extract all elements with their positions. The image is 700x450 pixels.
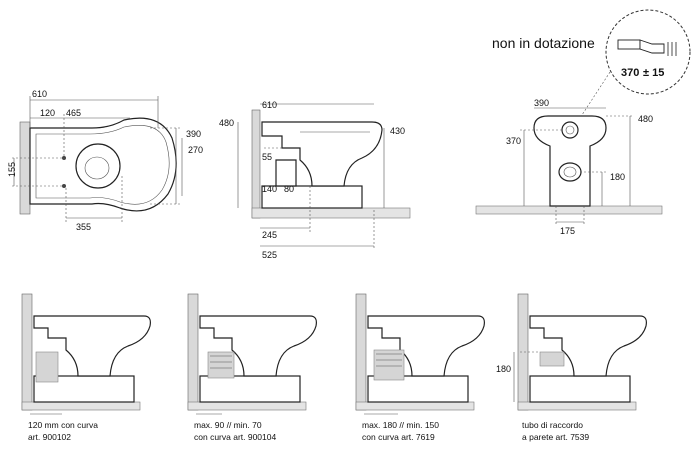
top-465: 465 — [66, 108, 81, 118]
front-175: 175 — [560, 226, 575, 236]
installation-variant-4: 180 tubo di raccordo a parete art. 7539 — [496, 293, 647, 442]
installation-variant-1: 120 mm con curva art. 900102 — [21, 293, 151, 442]
top-view-wall — [19, 121, 31, 215]
pipe-length: 370 — [621, 67, 639, 79]
side-140: 140 — [262, 184, 277, 194]
front-180: 180 — [610, 172, 625, 182]
variant-3-line1: max. 180 // min. 150 — [362, 420, 439, 430]
variant-2-line1: max. 90 // min. 70 — [194, 420, 262, 430]
side-610: 610 — [262, 100, 277, 110]
not-supplied-callout: non in dotazione 370 ± 15 — [492, 9, 691, 119]
callout-leader — [579, 71, 611, 119]
side-430: 430 — [390, 126, 405, 136]
side-view-wall — [251, 109, 261, 219]
connector-pipe-icon — [617, 39, 677, 56]
variant-2-line2: con curva art. 900104 — [194, 432, 276, 442]
pipe-tolerance: ± 15 — [643, 67, 664, 79]
front-390: 390 — [534, 98, 549, 108]
front-view-floor — [475, 205, 663, 215]
side-view: 610 480 430 55 140 80 245 525 — [219, 100, 411, 260]
top-610: 610 — [32, 89, 47, 99]
variant-3-line2: con curva art. 7619 — [362, 432, 435, 442]
installation-variant-3: max. 180 // min. 150 con curva art. 7619 — [355, 293, 485, 442]
variant-4-dim: 180 — [496, 364, 511, 374]
variant-4-line2: a parete art. 7539 — [522, 432, 589, 442]
not-supplied-label: non in dotazione — [492, 35, 595, 51]
top-view: 610 120 465 390 270 155 355 — [7, 89, 203, 232]
variant-1-line1: 120 mm con curva — [28, 420, 98, 430]
top-155: 155 — [7, 162, 17, 177]
front-view: 390 480 370 180 175 — [475, 98, 663, 236]
variant-1-line2: art. 900102 — [28, 432, 71, 442]
top-390: 390 — [186, 129, 201, 139]
side-55: 55 — [262, 152, 272, 162]
side-525: 525 — [262, 250, 277, 260]
top-355: 355 — [76, 222, 91, 232]
front-370: 370 — [506, 136, 521, 146]
side-view-bowl — [261, 121, 383, 187]
top-view-seat — [75, 143, 121, 189]
installation-variant-2: max. 90 // min. 70 con curva art. 900104 — [187, 293, 317, 442]
variant-4-line1: tubo di raccordo — [522, 420, 583, 430]
front-view-bowl — [533, 115, 607, 207]
top-120: 120 — [40, 108, 55, 118]
front-480: 480 — [638, 114, 653, 124]
side-view-floor — [251, 207, 411, 219]
top-270: 270 — [188, 145, 203, 155]
side-480: 480 — [219, 118, 234, 128]
side-245: 245 — [262, 230, 277, 240]
side-80: 80 — [284, 184, 294, 194]
